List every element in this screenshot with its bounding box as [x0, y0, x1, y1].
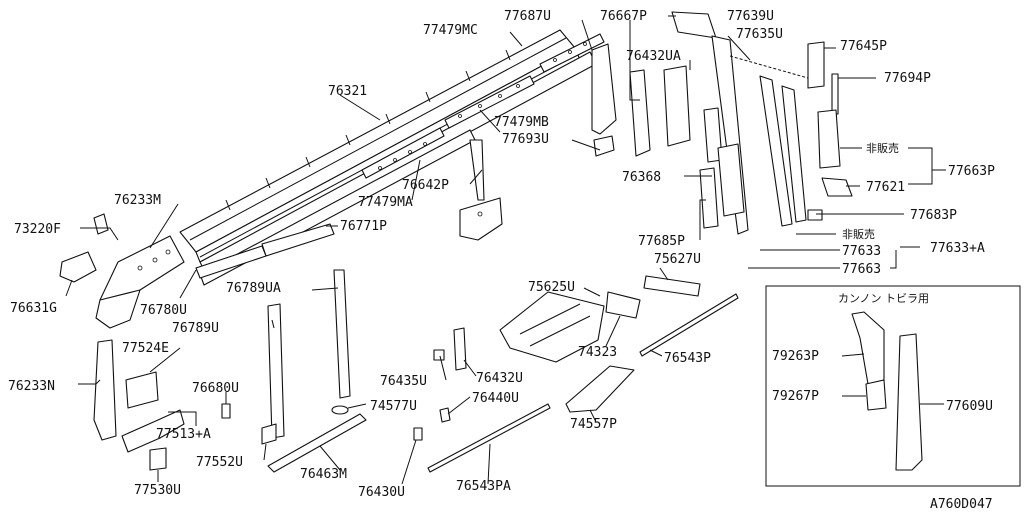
label-76543PA: 76543PA [456, 479, 511, 494]
part-76780U [195, 245, 267, 279]
label-77663P: 77663P [948, 164, 995, 179]
label-77635U: 77635U [736, 27, 783, 42]
reinforcement-strips [361, 33, 605, 179]
part-76233M [95, 235, 185, 329]
part-76432UA [663, 65, 691, 147]
part-76667P [591, 43, 617, 157]
part-76789UA [333, 269, 351, 399]
label-76543P: 76543P [664, 351, 711, 366]
label-76440U: 76440U [472, 391, 519, 406]
leader-lines [65, 15, 946, 485]
part-76543PA [427, 403, 551, 473]
label-75625U: 75625U [528, 280, 575, 295]
part-nonsale-1 [817, 109, 841, 169]
label-76432UA: 76432UA [626, 49, 681, 64]
part-76642P [459, 139, 503, 241]
part-76680U [221, 403, 231, 419]
label-77685P: 77685P [638, 234, 685, 249]
label-76432U: 76432U [476, 371, 523, 386]
part-74577U [331, 405, 349, 415]
diagram-id: A760D047 [930, 497, 993, 512]
label-76435U: 76435U [380, 374, 427, 389]
part-77639U [671, 11, 717, 39]
part-74557P [565, 365, 635, 413]
part-76440U [439, 407, 451, 423]
label-76631G: 76631G [10, 301, 57, 316]
label-77687U: 77687U [504, 9, 551, 24]
label-77663: 77663 [842, 262, 881, 277]
label-76321: 76321 [328, 84, 367, 99]
label-74577U: 74577U [370, 399, 417, 414]
label-76780U: 76780U [140, 303, 187, 318]
label-77479MC: 77479MC [423, 23, 478, 38]
part-76435U [433, 349, 445, 361]
label-77645P: 77645P [840, 39, 887, 54]
label-77639U: 77639U [727, 9, 774, 24]
inset-box [765, 285, 1021, 487]
part-76233N [93, 339, 117, 441]
part-76463M [267, 413, 367, 473]
label-nonsale-1: 非販売 [866, 142, 899, 155]
part-74323 [605, 291, 641, 319]
label-77693U: 77693U [502, 132, 549, 147]
label-74557P: 74557P [570, 417, 617, 432]
part-76667-inner [717, 143, 745, 217]
label-nonsale-2: 非販売 [842, 228, 875, 241]
label-76771P: 76771P [340, 219, 387, 234]
part-77645P [807, 41, 825, 89]
label-inset-title: カンノン トビラ用 [838, 292, 929, 305]
label-79263P: 79263P [772, 349, 819, 364]
part-77513A [121, 409, 185, 453]
part-77552U [261, 423, 277, 445]
label-74323: 74323 [578, 345, 617, 360]
label-76368: 76368 [622, 170, 661, 185]
label-77609U: 77609U [946, 399, 993, 414]
label-75627U: 75627U [654, 252, 701, 267]
label-76233N: 76233N [8, 379, 55, 394]
part-76432U [453, 327, 467, 371]
part-77621 [821, 177, 853, 197]
part-77683P [807, 209, 823, 221]
part-77694P [831, 73, 839, 115]
label-76642P: 76642P [402, 178, 449, 193]
part-77530U [149, 447, 167, 471]
part-73220F [93, 213, 109, 235]
part-labels: 77479MC 77687U 76667P 77639U 77635U 7764… [8, 9, 995, 512]
part-77685P [699, 167, 719, 229]
label-76667P: 76667P [600, 9, 647, 24]
label-76233M: 76233M [114, 193, 161, 208]
label-77683P: 77683P [910, 208, 957, 223]
label-77633A: 77633+A [930, 241, 985, 256]
label-77552U: 77552U [196, 455, 243, 470]
label-76463M: 76463M [300, 467, 347, 482]
part-76430U [413, 427, 423, 441]
label-77694P: 77694P [884, 71, 931, 86]
label-76789U: 76789U [172, 321, 219, 336]
label-76789UA: 76789UA [226, 281, 281, 296]
label-77479MB: 77479MB [494, 115, 549, 130]
label-76680U: 76680U [192, 381, 239, 396]
part-76543P [639, 293, 739, 357]
label-76430U: 76430U [358, 485, 405, 500]
label-77530U: 77530U [134, 483, 181, 498]
label-77524E: 77524E [122, 341, 169, 356]
part-75627U [643, 275, 701, 297]
label-77621: 77621 [866, 180, 905, 195]
part-76631G [59, 251, 97, 283]
label-73220F: 73220F [14, 222, 61, 237]
part-76789U [267, 303, 285, 439]
label-77513A: 77513+A [156, 427, 211, 442]
part-77524E [125, 371, 159, 409]
part-75625U [499, 291, 605, 363]
part-76368 [629, 69, 651, 157]
label-77633: 77633 [842, 244, 881, 259]
label-79267P: 79267P [772, 389, 819, 404]
label-77479MA: 77479MA [358, 195, 413, 210]
